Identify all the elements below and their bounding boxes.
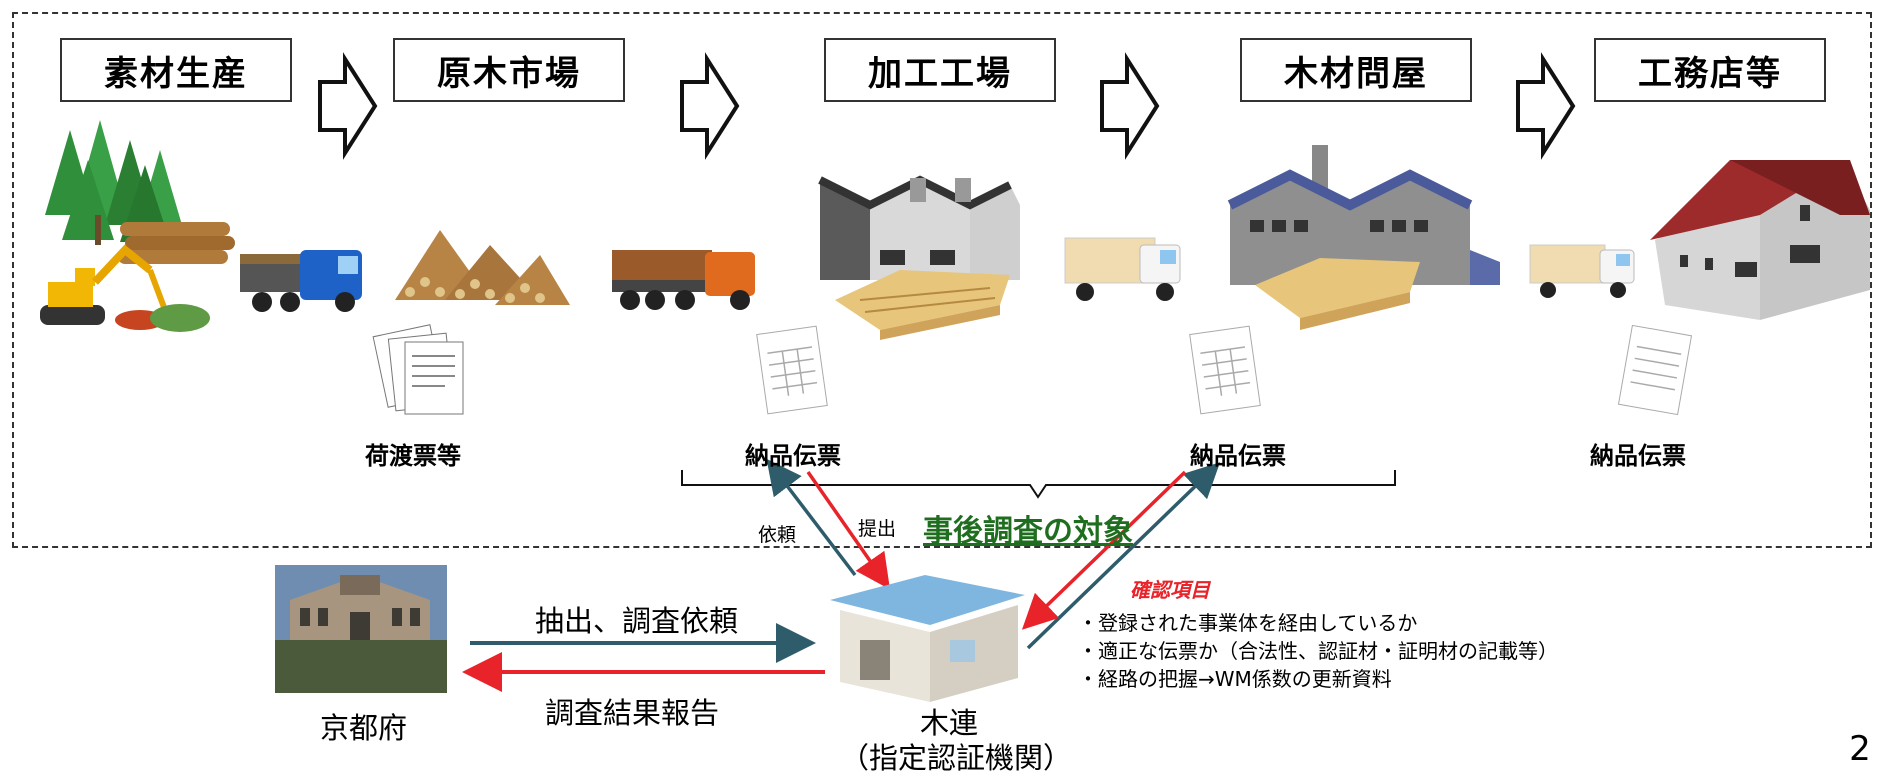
stage-label: 工務店等 xyxy=(1638,53,1782,94)
stage-box-logging: 素材生産 xyxy=(60,38,292,102)
flow-arrow-icon xyxy=(1516,52,1576,160)
delivery-truck-icon xyxy=(1529,244,1635,298)
flow-arrow-icon xyxy=(1100,52,1160,160)
log-truck-icon xyxy=(612,250,755,310)
stage-box-builder: 工務店等 xyxy=(1594,38,1826,102)
stage-label: 素材生産 xyxy=(104,53,248,94)
flow-arrow-icon xyxy=(318,52,378,160)
checklist-title: 確認項目 xyxy=(1130,578,1210,602)
extraction-request-label: 抽出、調査依頼 xyxy=(535,604,739,638)
warehouse-icon xyxy=(1227,145,1500,285)
survey-report-label: 調査結果報告 xyxy=(545,696,720,730)
submit-arrow-from-factory xyxy=(806,470,891,590)
shipping-slip-icon xyxy=(372,324,464,415)
doc-label-delivery-slip-factory: 納品伝票 xyxy=(745,442,841,470)
page-number: 2 xyxy=(1849,729,1871,768)
submit-label: 提出 xyxy=(858,518,897,540)
factory-icon xyxy=(818,175,1020,280)
checklist-item: ・適正な伝票か（合法性、認証材・証明材の記載等） xyxy=(1078,639,1558,663)
survey-scope-brace xyxy=(681,470,1396,499)
mokuren-building-icon xyxy=(830,575,1025,702)
flow-arrow-icon xyxy=(680,52,740,160)
stage-box-log-market: 原木市場 xyxy=(393,38,625,102)
delivery-slip-icon xyxy=(1617,324,1693,416)
doc-label-delivery-slip-wholesaler: 納品伝票 xyxy=(1190,442,1286,470)
log-truck-icon xyxy=(240,250,362,312)
doc-label-delivery-slip-builder: 納品伝票 xyxy=(1590,442,1686,470)
stage-box-wholesaler: 木材問屋 xyxy=(1240,38,1472,102)
delivery-slip-icon xyxy=(1189,325,1261,415)
checklist-item: ・登録された事業体を経由しているか xyxy=(1078,611,1418,635)
request-arrow-to-factory xyxy=(766,458,857,577)
checklist-item: ・経路の把握→WM係数の更新資料 xyxy=(1078,667,1392,691)
log-stacks-icon xyxy=(395,230,570,305)
stage-label: 原木市場 xyxy=(437,53,581,94)
stage-box-processing-plant: 加工工場 xyxy=(824,38,1056,102)
request-label: 依頼 xyxy=(758,524,797,546)
mokuren-name: 木連 xyxy=(920,706,979,740)
mokuren-role: （指定認証機関） xyxy=(840,741,1073,775)
delivery-slip-icon xyxy=(756,325,828,415)
house-icon xyxy=(1650,160,1870,320)
log-pile-icon xyxy=(118,222,235,264)
lumber-bundle-icon xyxy=(835,270,1010,340)
forest-icon xyxy=(45,120,182,250)
prefectural-office-photo xyxy=(275,565,447,693)
stage-label: 加工工場 xyxy=(868,53,1012,94)
supply-chain-frame xyxy=(12,12,1872,548)
prefecture-label: 京都府 xyxy=(320,711,408,745)
lumber-bundle-icon xyxy=(1255,258,1420,330)
stage-label: 木材問屋 xyxy=(1284,53,1428,94)
excavator-icon xyxy=(40,244,210,332)
submit-arrow-from-wholesaler xyxy=(1021,470,1187,630)
survey-target-title: 事後調査の対象 xyxy=(923,514,1133,549)
delivery-truck-icon xyxy=(1064,237,1181,301)
doc-label-shipping-slip: 荷渡票等 xyxy=(365,442,461,470)
